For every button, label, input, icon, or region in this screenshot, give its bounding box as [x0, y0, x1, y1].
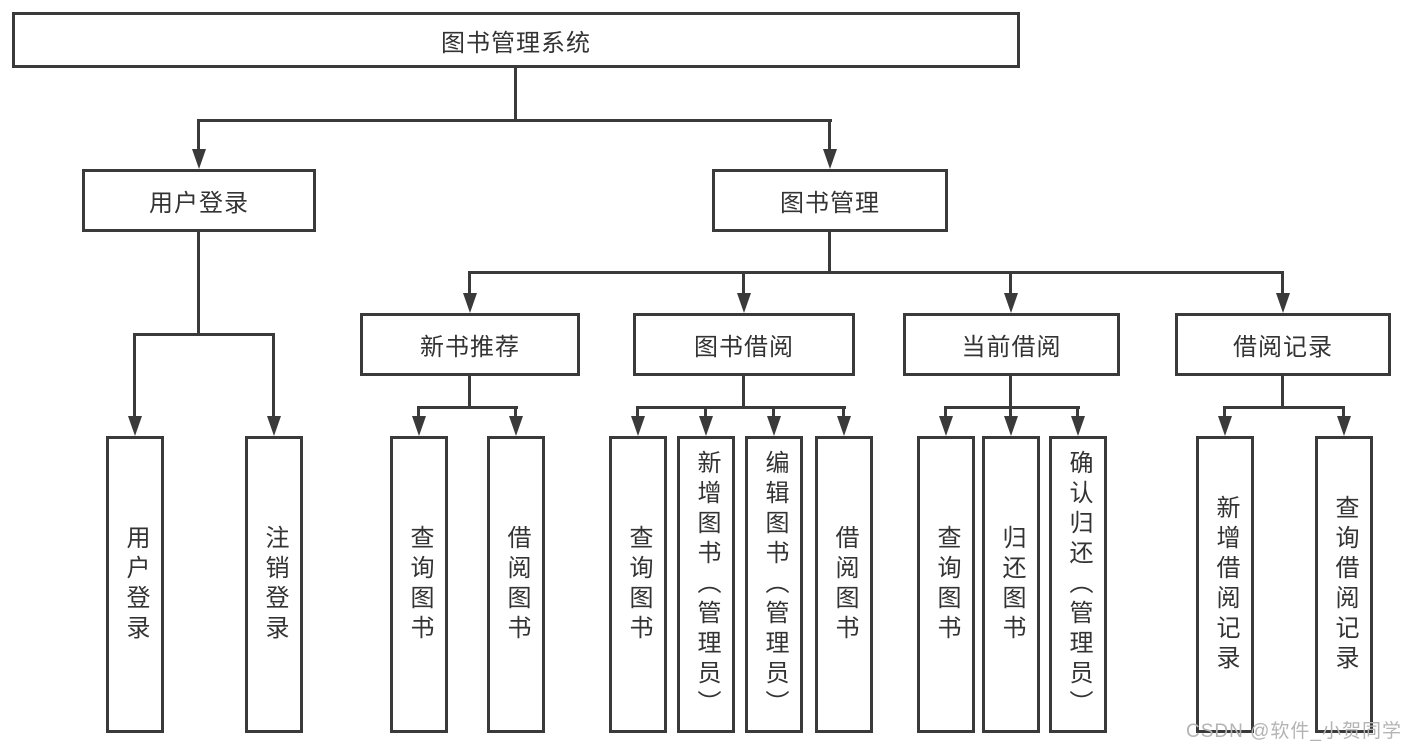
node-add-book-admin: 新增图书（管理员） — [677, 436, 735, 733]
edge-line — [272, 333, 275, 420]
edge-line — [1281, 271, 1284, 297]
node-new-book-recommend: 新书推荐 — [360, 313, 580, 376]
arrow-down-icon — [1004, 416, 1018, 436]
edge-line — [514, 68, 517, 121]
edge-line — [468, 271, 1284, 274]
edge-line — [417, 406, 518, 409]
arrow-down-icon — [1071, 416, 1085, 436]
edge-line — [197, 232, 200, 336]
arrow-down-icon — [1218, 416, 1232, 436]
edge-line — [636, 406, 639, 420]
edge-line — [1009, 406, 1012, 420]
arrow-down-icon — [192, 149, 206, 169]
arrow-down-icon — [699, 416, 713, 436]
node-query-books-current: 查询图书 — [917, 436, 975, 733]
arrow-down-icon — [837, 416, 851, 436]
arrow-down-icon — [128, 416, 142, 436]
edge-line — [1009, 271, 1012, 297]
node-edit-book-admin: 编辑图书（管理员） — [745, 436, 803, 733]
arrow-down-icon — [412, 416, 426, 436]
node-book-borrowing: 图书借阅 — [633, 313, 855, 376]
edge-line — [944, 406, 1080, 409]
watermark: CSDN @软件_小贺同学 — [1186, 721, 1402, 742]
arrow-down-icon — [1276, 293, 1290, 313]
edge-line — [772, 406, 775, 420]
node-library-management-system: 图书管理系统 — [12, 12, 1020, 68]
arrow-down-icon — [1004, 293, 1018, 313]
node-query-books-recommend: 查询图书 — [390, 436, 448, 733]
edge-line — [1076, 406, 1079, 420]
node-borrowing-records: 借阅记录 — [1175, 313, 1391, 376]
arrow-down-icon — [823, 149, 837, 169]
edge-line — [704, 406, 707, 420]
edge-line — [133, 333, 275, 336]
edge-line — [842, 406, 845, 420]
edge-line — [417, 406, 420, 420]
edge-line — [1281, 376, 1284, 409]
arrow-down-icon — [267, 416, 281, 436]
edge-line — [1223, 406, 1345, 409]
node-return-book: 归还图书 — [982, 436, 1040, 733]
arrow-down-icon — [1337, 416, 1351, 436]
arrow-down-icon — [631, 416, 645, 436]
edge-line — [828, 232, 831, 274]
edge-line — [514, 406, 517, 420]
edge-line — [1223, 406, 1226, 420]
arrow-down-icon — [939, 416, 953, 436]
edge-line — [133, 333, 136, 420]
edge-line — [742, 376, 745, 409]
node-current-borrowing: 当前借阅 — [903, 313, 1120, 376]
node-query-books-borrowing: 查询图书 — [609, 436, 667, 733]
edge-line — [944, 406, 947, 420]
edge-line — [742, 271, 745, 297]
node-confirm-return-admin: 确认归还（管理员） — [1049, 436, 1107, 733]
node-book-management: 图书管理 — [712, 169, 948, 232]
node-borrow-books-recommend: 借阅图书 — [487, 436, 545, 733]
edge-line — [468, 271, 471, 297]
arrow-down-icon — [767, 416, 781, 436]
edge-line — [828, 119, 831, 153]
edge-line — [1342, 406, 1345, 420]
node-query-borrow-record: 查询借阅记录 — [1315, 436, 1373, 733]
node-borrow-book: 借阅图书 — [815, 436, 873, 733]
edge-line — [636, 406, 846, 409]
node-logout: 注销登录 — [245, 436, 303, 733]
node-user-login: 用户登录 — [82, 169, 316, 232]
arrow-down-icon — [463, 293, 477, 313]
arrow-down-icon — [737, 293, 751, 313]
arrow-down-icon — [509, 416, 523, 436]
node-user-login-leaf: 用户登录 — [106, 436, 164, 733]
node-add-borrow-record: 新增借阅记录 — [1196, 436, 1254, 733]
edge-line — [197, 119, 200, 153]
edge-line — [1009, 376, 1012, 409]
edge-line — [468, 376, 471, 409]
edge-line — [197, 119, 832, 122]
